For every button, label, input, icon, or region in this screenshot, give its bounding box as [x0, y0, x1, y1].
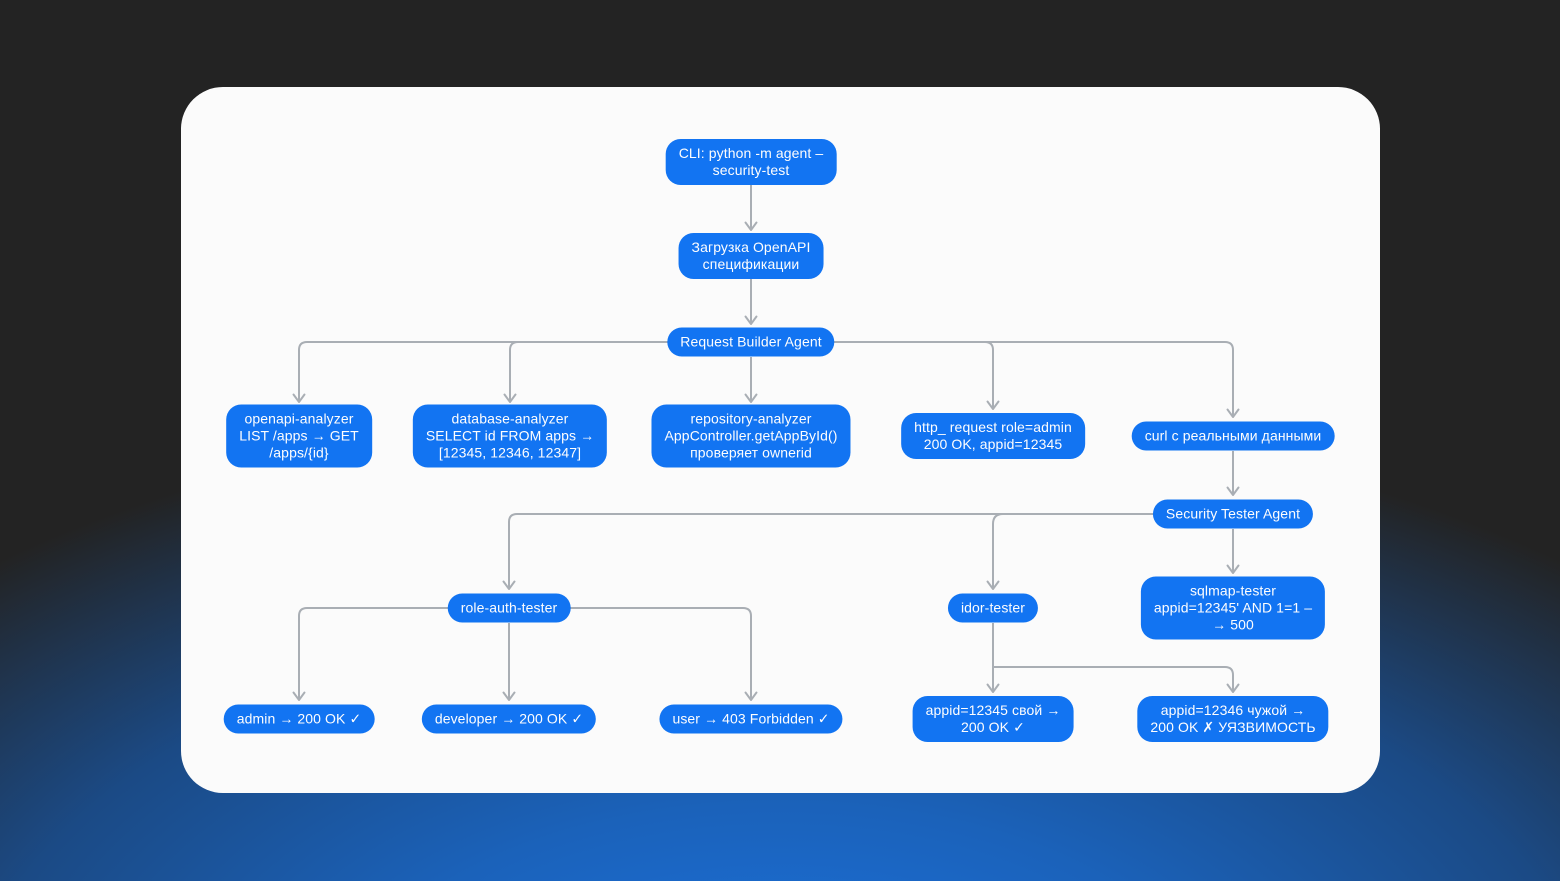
- node-result-idor-own: appid=12345 свой → 200 OK ✓: [912, 696, 1074, 742]
- node-cli-command: CLI: python -m agent – security-test: [665, 139, 837, 185]
- node-openapi-analyzer: openapi-analyzer LIST /apps → GET /apps/…: [226, 404, 372, 468]
- edge-idor-foreign: [993, 666, 1240, 693]
- node-role-auth-tester: role-auth-tester: [447, 593, 571, 623]
- edge-builder-database: [503, 341, 669, 403]
- node-repository-analyzer: repository-analyzer AppController.getApp…: [651, 404, 851, 468]
- edge-role-admin: [292, 607, 449, 701]
- node-curl-real-data: curl с реальными данными: [1131, 421, 1335, 451]
- node-result-idor-foreign-vulnerability: appid=12346 чужой → 200 OK ✗ УЯЗВИМОСТЬ: [1137, 696, 1329, 742]
- node-result-developer: developer → 200 OK ✓: [421, 704, 597, 734]
- node-request-builder-agent: Request Builder Agent: [667, 327, 835, 357]
- node-result-user: user → 403 Forbidden ✓: [659, 704, 843, 734]
- edge-builder-openapi: [292, 341, 669, 403]
- node-result-admin: admin → 200 OK ✓: [223, 704, 375, 734]
- edge-role-user: [569, 607, 758, 701]
- connector-layer: [292, 185, 1240, 701]
- node-idor-tester: idor-tester: [947, 593, 1039, 623]
- node-database-analyzer: database-analyzer SELECT id FROM apps → …: [412, 404, 608, 468]
- edge-builder-http: [833, 341, 1000, 410]
- node-http-request: http_ request role=admin 200 OK, appid=1…: [901, 413, 1085, 459]
- node-load-openapi-spec: Загрузка OpenAPI спецификации: [678, 233, 824, 279]
- node-sqlmap-tester: sqlmap-tester appid=12345' AND 1=1 – → 5…: [1140, 576, 1326, 640]
- edge-sec-role: [502, 513, 1156, 590]
- edge-builder-curl: [833, 341, 1240, 418]
- node-security-tester-agent: Security Tester Agent: [1152, 499, 1314, 529]
- edge-sec-idor: [986, 513, 1004, 590]
- diagram-card: CLI: python -m agent – security-test Заг…: [181, 87, 1380, 793]
